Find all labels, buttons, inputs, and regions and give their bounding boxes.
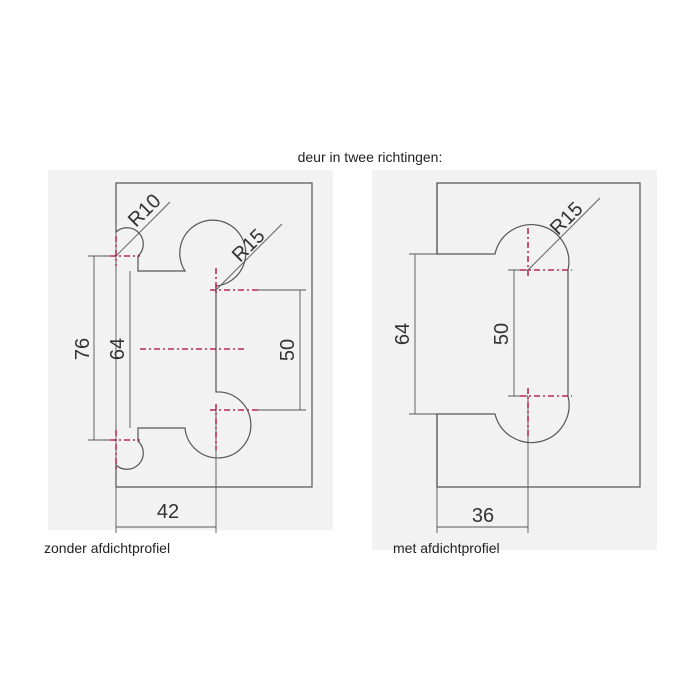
right-r15-leader bbox=[527, 197, 601, 271]
left-panel: R10 R15 76 64 50 42 zonder afdichtprofie… bbox=[44, 170, 333, 556]
left-door-outline bbox=[115, 182, 313, 488]
left-dim-50-label: 50 bbox=[277, 339, 299, 361]
left-r10-leader bbox=[115, 201, 171, 257]
right-door-outline bbox=[436, 182, 641, 488]
left-dim-64-label: 64 bbox=[107, 338, 129, 360]
right-dim-50-label: 50 bbox=[491, 323, 513, 345]
left-dim-42-label: 42 bbox=[157, 501, 179, 523]
left-dim-76-label: 76 bbox=[72, 338, 94, 360]
right-dim-36-label: 36 bbox=[472, 505, 494, 527]
left-panel-background bbox=[48, 170, 333, 530]
right-caption: met afdichtprofiel bbox=[393, 540, 500, 556]
left-r15-leader bbox=[215, 223, 283, 291]
right-dim-64-label: 64 bbox=[392, 323, 414, 345]
right-panel: R15 64 50 36 met afdichtprofiel bbox=[372, 170, 657, 556]
drawing-title: deur in twee richtingen: bbox=[298, 149, 443, 165]
left-caption: zonder afdichtprofiel bbox=[44, 540, 170, 556]
